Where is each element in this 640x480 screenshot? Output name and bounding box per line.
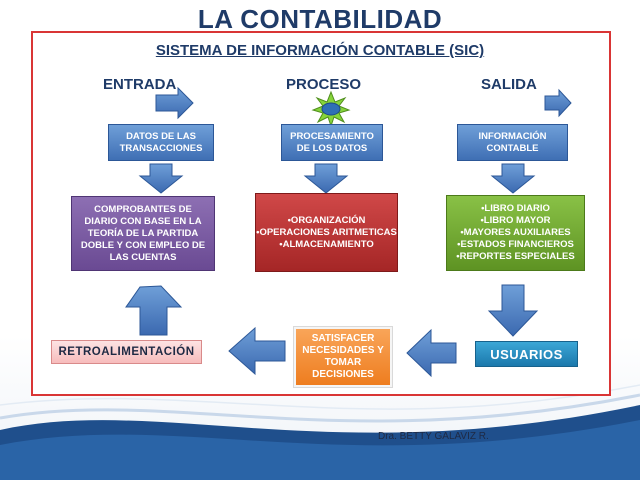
- stage-label-salida: SALIDA: [481, 76, 537, 93]
- box-datos-transacciones: DATOS DE LAS TRANSACCIONES: [108, 124, 214, 161]
- proceso-item: •ALMACENAMIENTO: [279, 238, 374, 250]
- box-informacion-contable: INFORMACIÓN CONTABLE: [457, 124, 568, 161]
- arrow-down-usuarios-icon: [487, 284, 539, 337]
- arrow-down-entrada-icon: [138, 163, 184, 194]
- box-proceso-items: •ORGANIZACIÓN •OPERACIONES ARITMETICAS •…: [255, 193, 398, 272]
- box-salida-items: •LIBRO DIARIO •LIBRO MAYOR •MAYORES AUXI…: [446, 195, 585, 271]
- salida-item: •REPORTES ESPECIALES: [456, 251, 575, 262]
- arrow-down-proceso-icon: [303, 163, 349, 194]
- stage-label-proceso: PROCESO: [286, 76, 362, 93]
- proceso-list: •ORGANIZACIÓN •OPERACIONES ARITMETICAS •…: [256, 215, 397, 251]
- arrow-up-feedback-icon: [125, 285, 183, 336]
- gear-icon: [311, 90, 351, 128]
- box-retroalimentacion: RETROALIMENTACIÓN: [51, 340, 202, 364]
- arrow-left-retro-icon: [228, 326, 286, 376]
- box-comprobantes: COMPROBANTES DE DIARIO CON BASE EN LA TE…: [71, 196, 215, 271]
- arrow-right-salida-icon: [544, 88, 572, 118]
- salida-item: •ESTADOS FINANCIEROS: [457, 239, 574, 250]
- proceso-item: •ORGANIZACIÓN: [287, 214, 366, 226]
- salida-item: •LIBRO DIARIO: [481, 203, 550, 214]
- footer-author: Dra. BETTY GALAVIZ R.: [378, 431, 489, 442]
- stage-label-entrada: ENTRADA: [103, 76, 177, 93]
- arrow-down-salida-icon: [490, 163, 536, 194]
- arrow-right-entrada-icon: [155, 86, 194, 120]
- salida-list: •LIBRO DIARIO •LIBRO MAYOR •MAYORES AUXI…: [456, 203, 574, 263]
- salida-item: •LIBRO MAYOR: [480, 215, 551, 226]
- box-satisfacer: SATISFACER NECESIDADES Y TOMAR DECISIONE…: [293, 326, 393, 388]
- box-procesamiento-datos: PROCESAMIENTO DE LOS DATOS: [281, 124, 383, 161]
- proceso-item: •OPERACIONES ARITMETICAS: [256, 226, 397, 238]
- box-usuarios: USUARIOS: [475, 341, 578, 367]
- page-title: LA CONTABILIDAD: [197, 4, 443, 34]
- arrow-left-satisfacer-icon: [406, 328, 457, 378]
- diagram-subtitle: SISTEMA DE INFORMACIÓN CONTABLE (SIC): [155, 42, 485, 59]
- salida-item: •MAYORES AUXILIARES: [460, 227, 571, 238]
